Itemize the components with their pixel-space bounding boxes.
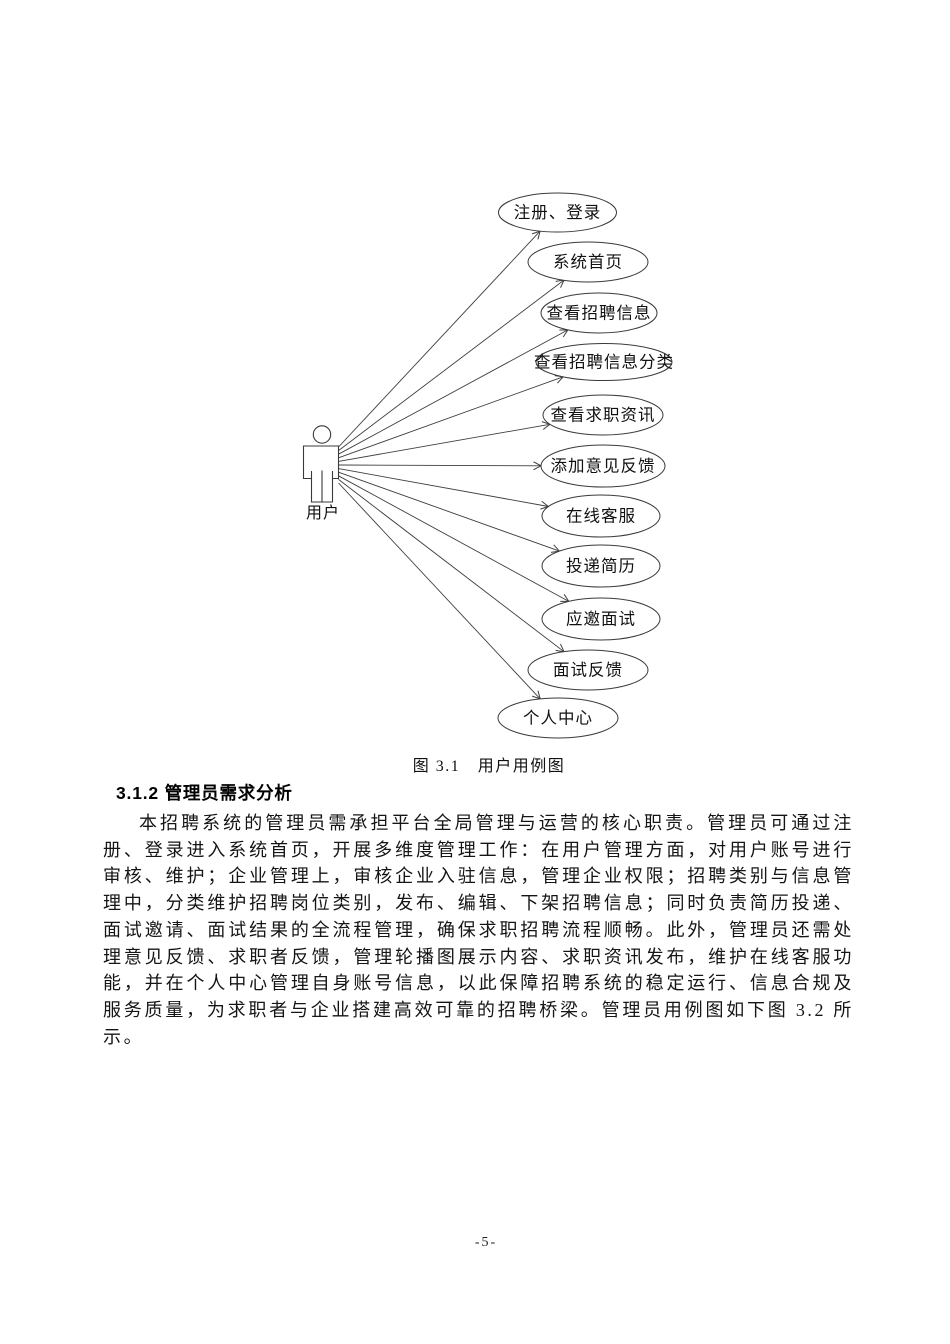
use-case-ellipse-register-login bbox=[498, 192, 617, 233]
use-case-ellipses: 注册、登录 系统首页 查看招聘信息 查看招聘信息分类 查看求职资讯 添加意见反馈… bbox=[497, 192, 674, 739]
body-paragraph: 本招聘系统的管理员需承担平台全局管理与运营的核心职责。管理员可通过注册、登录进入… bbox=[103, 813, 854, 1047]
use-case-diagram: 用户 注册、登录 系统首页 查看招聘信息 查看招聘信息分类 查看求职资讯 添加意… bbox=[302, 192, 674, 739]
use-case-label: 查看求职资讯 bbox=[551, 406, 656, 425]
use-case-ellipse-home bbox=[527, 241, 649, 283]
actor-icon bbox=[302, 425, 340, 503]
use-case-ellipse-job-categories bbox=[535, 343, 673, 381]
association-line bbox=[338, 479, 565, 653]
use-case-ellipse-view-jobs bbox=[540, 292, 658, 334]
page-number: -5- bbox=[474, 1235, 498, 1250]
use-case-ellipse-interview-feedback bbox=[527, 649, 649, 691]
use-case-label: 个人中心 bbox=[523, 709, 593, 728]
association-line bbox=[338, 468, 550, 510]
figure-caption: 图 3.1 用户用例图 bbox=[412, 758, 566, 775]
use-case-ellipse-feedback bbox=[540, 444, 666, 488]
association-lines bbox=[338, 230, 570, 700]
use-case-label: 面试反馈 bbox=[553, 661, 623, 680]
use-case-ellipse-online-service bbox=[541, 494, 661, 538]
association-line bbox=[338, 461, 543, 471]
use-case-label: 投递简历 bbox=[566, 557, 636, 576]
association-line bbox=[338, 482, 541, 700]
use-case-label: 查看招聘信息 bbox=[547, 304, 652, 323]
use-case-label: 注册、登录 bbox=[514, 203, 602, 222]
association-line bbox=[338, 329, 569, 455]
association-line bbox=[338, 375, 565, 459]
association-line bbox=[338, 471, 561, 553]
association-line bbox=[338, 230, 541, 448]
association-line bbox=[338, 421, 551, 462]
use-case-ellipse-job-news bbox=[542, 394, 664, 436]
association-line bbox=[338, 279, 565, 451]
use-case-label: 应邀面试 bbox=[566, 610, 636, 629]
use-case-label: 查看招聘信息分类 bbox=[534, 353, 674, 372]
use-case-ellipse-submit-resume bbox=[541, 544, 661, 588]
actor-label: 用户 bbox=[306, 504, 340, 522]
section-heading: 3.1.2 管理员需求分析 bbox=[116, 783, 293, 803]
association-line bbox=[338, 475, 570, 602]
use-case-ellipse-personal-center bbox=[497, 697, 619, 739]
use-case-ellipse-interview-invite bbox=[541, 597, 661, 641]
use-case-label: 添加意见反馈 bbox=[551, 457, 656, 476]
use-case-label: 系统首页 bbox=[553, 253, 623, 272]
use-case-label: 在线客服 bbox=[566, 507, 636, 526]
